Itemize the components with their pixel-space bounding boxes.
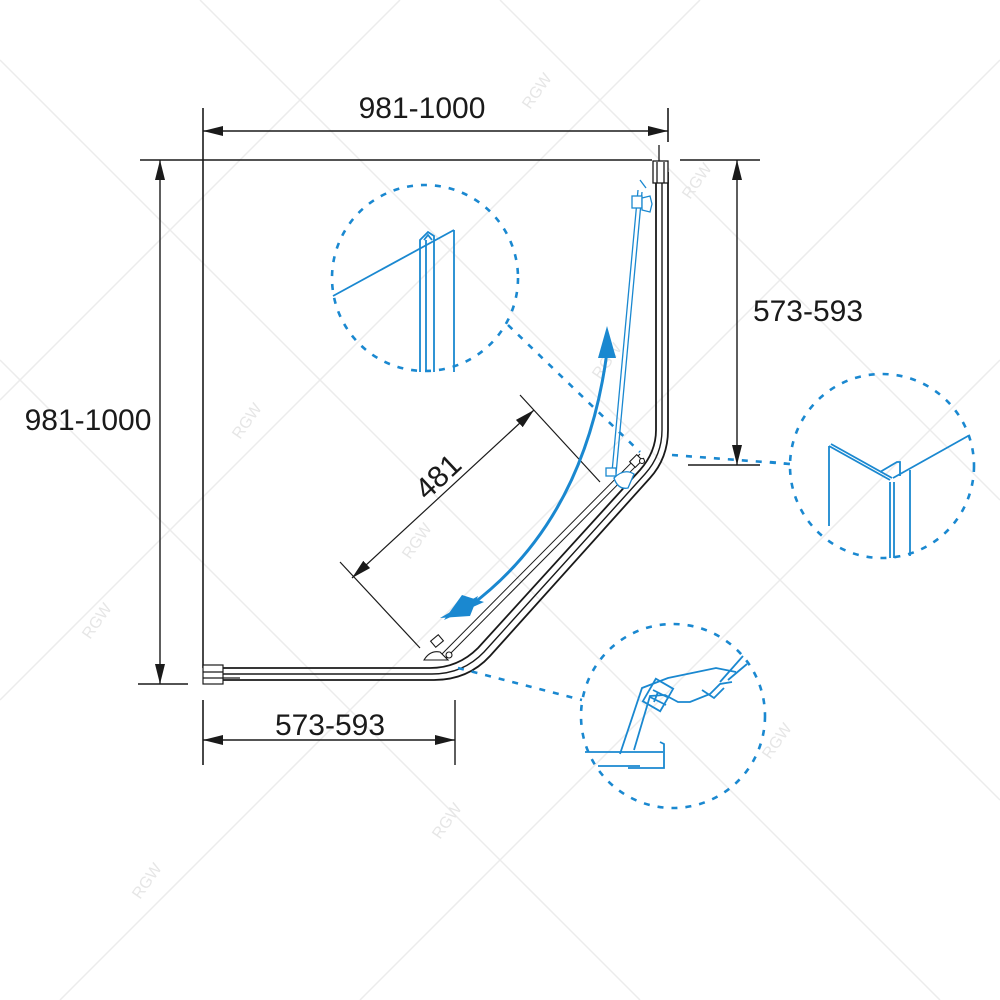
hinge-lower	[423, 633, 453, 661]
hinge-profile-glyph	[585, 655, 748, 769]
dimension-bottom-side: 573-593	[202, 700, 456, 765]
wall-profile-cap-left	[202, 664, 240, 685]
detail-corner-profile	[671, 372, 976, 560]
dimension-left-height: 981-1000	[25, 160, 188, 685]
dimension-label-left: 981-1000	[25, 404, 152, 437]
door-open-position	[605, 179, 653, 489]
dimension-right-side: 573-593	[688, 160, 863, 466]
dimension-label-right: 573-593	[753, 295, 863, 328]
wall-outline	[140, 159, 760, 668]
watermark-text: RGW	[759, 720, 796, 763]
watermark-text: RGW	[519, 70, 556, 113]
detail-wall-profile	[330, 183, 641, 453]
callout-leaders	[769, 460, 791, 466]
hinge-upper	[628, 453, 646, 469]
dimension-label-bottom: 573-593	[275, 709, 385, 742]
dimension-label-door: 481	[409, 448, 468, 506]
curved-double-arrow-icon	[440, 326, 616, 620]
watermark-text: RGW	[679, 160, 716, 203]
watermark-text: RGW	[399, 520, 436, 563]
enclosure-profile	[205, 172, 669, 681]
watermark-text: RGW	[129, 860, 166, 903]
wall-profile-glyph	[332, 229, 455, 372]
dimension-label-top: 981-1000	[359, 92, 486, 125]
corner-profile-glyph	[828, 435, 969, 558]
wall-profile-cap-top	[652, 145, 669, 184]
watermark-text: RGW	[79, 600, 116, 643]
watermark-text: RGW	[229, 400, 266, 443]
dimension-top-width: 981-1000	[202, 92, 669, 160]
detail-door-hinge-profile	[457, 622, 767, 810]
